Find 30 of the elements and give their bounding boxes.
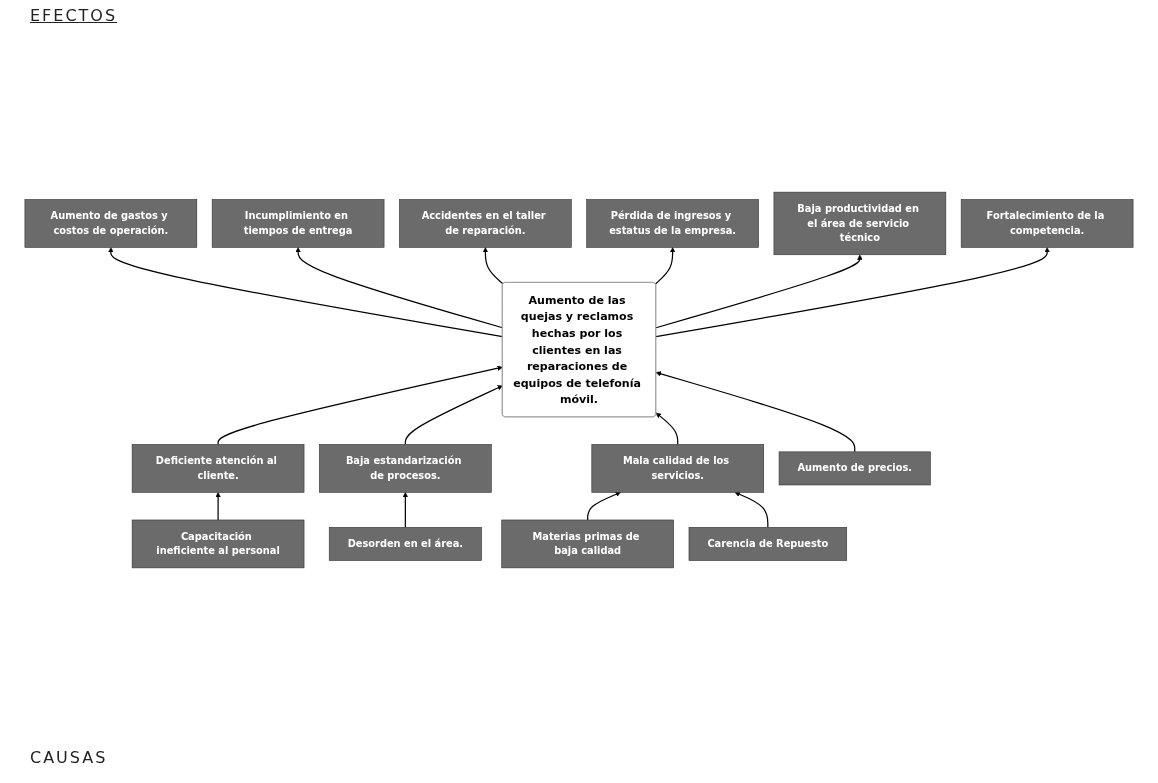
node-box: Aumento de gastos y costos de operación. bbox=[24, 199, 198, 248]
arrow bbox=[108, 247, 504, 338]
arrow bbox=[655, 412, 679, 446]
arrow bbox=[482, 247, 504, 285]
node-box: Materias primas de baja calidad bbox=[501, 519, 674, 569]
arrow bbox=[587, 491, 621, 521]
node-box: Aumento de precios. bbox=[778, 451, 931, 486]
node-box: Desorden en el área. bbox=[328, 527, 482, 561]
arrow bbox=[217, 365, 503, 446]
arrow bbox=[295, 247, 504, 329]
node-box: Fortalecimiento de la competencia. bbox=[960, 199, 1134, 248]
node-box: Accidentes en el taller de reparación. bbox=[399, 199, 572, 248]
node-box: Deficiente atención al cliente. bbox=[131, 444, 305, 493]
arrow bbox=[655, 254, 863, 329]
section-heading: EFECTOS bbox=[30, 6, 118, 25]
arrow bbox=[215, 492, 221, 521]
section-heading: CAUSAS bbox=[30, 748, 108, 767]
node-box: Baja productividad en el área de servicio técnico bbox=[773, 191, 947, 256]
arrow bbox=[404, 385, 503, 446]
node-box: Baja estandarización de procesos. bbox=[319, 444, 492, 493]
arrow bbox=[655, 247, 1050, 338]
node-box: Carencia de Repuesto bbox=[688, 527, 848, 561]
node-box: Mala calidad de los servicios. bbox=[591, 444, 765, 493]
arrow bbox=[402, 492, 409, 528]
arrow bbox=[655, 371, 856, 453]
node-box: Pérdida de ingresos y estatus de la empresa. bbox=[586, 199, 759, 248]
node-box: Incumplimiento en tiempos de entrega bbox=[211, 199, 385, 248]
node-box: Capacitación ineficiente al personal bbox=[131, 519, 305, 569]
arrow bbox=[734, 491, 769, 528]
arrow bbox=[654, 247, 676, 285]
